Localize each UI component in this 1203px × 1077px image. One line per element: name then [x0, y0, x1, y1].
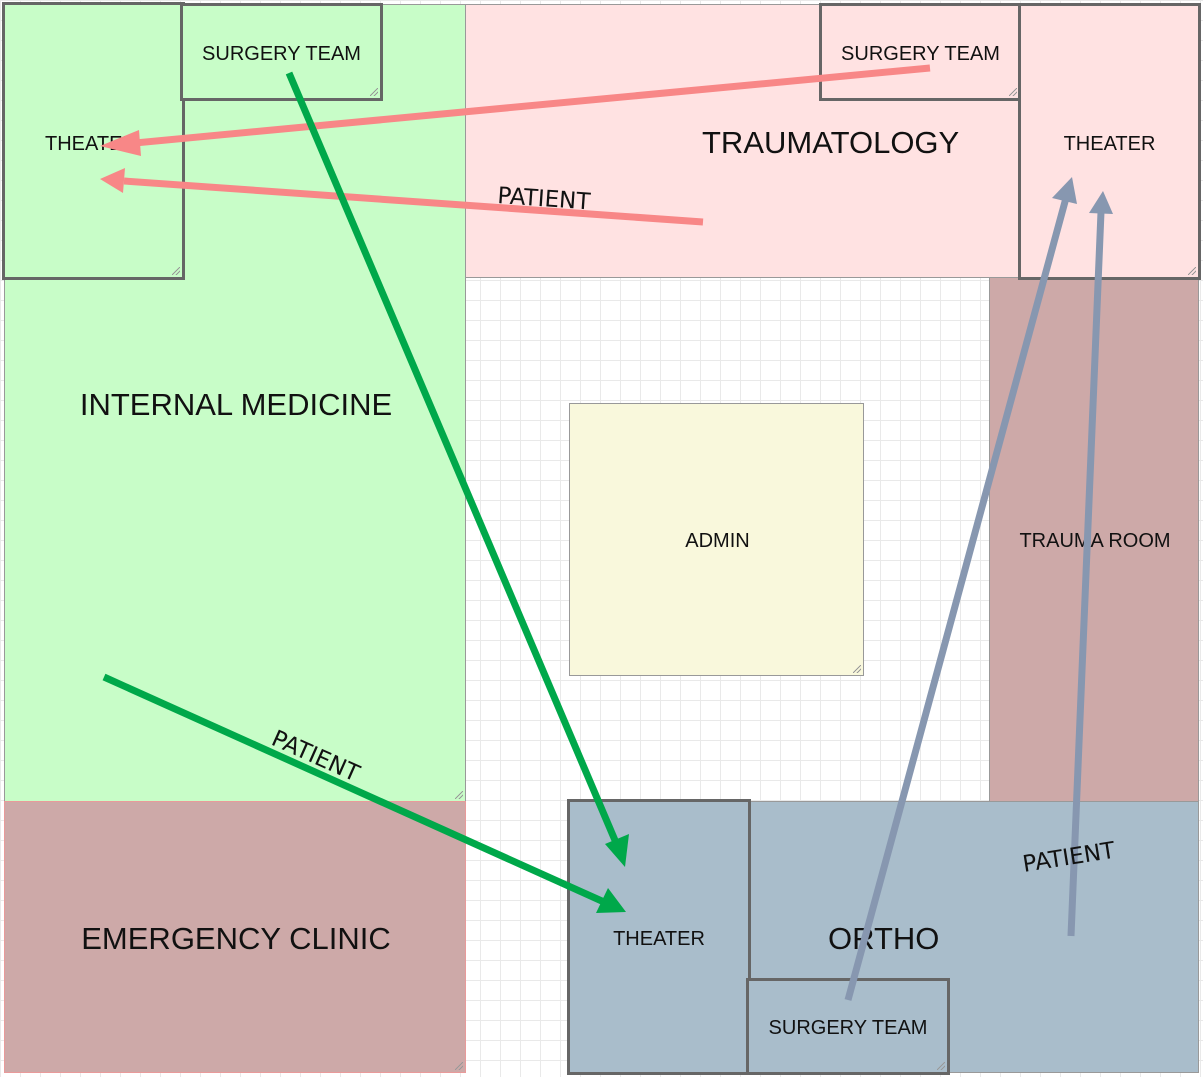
theater-right[interactable]: THEATER: [1018, 3, 1201, 280]
arrow-blue-patient[interactable]: [1067, 211, 1105, 937]
zone-label-traumatology: TRAUMATOLOGY: [702, 125, 960, 160]
surgery-team-left[interactable]: SURGERY TEAM: [180, 3, 383, 101]
arrowhead-blue-surgery: [1052, 177, 1077, 204]
resize-handle[interactable]: [853, 665, 861, 673]
blue-patient-label: PATIENT: [1021, 838, 1118, 878]
theater-bottom[interactable]: THEATER: [567, 799, 751, 1075]
arrowhead-red-patient: [100, 168, 125, 193]
theater-left-label: THEATER: [45, 133, 137, 155]
arrow-red-patient[interactable]: [123, 177, 704, 226]
zone-label-trauma-room: TRAUMA ROOM: [1019, 530, 1171, 552]
surgery-team-right[interactable]: SURGERY TEAM: [819, 3, 1022, 101]
resize-handle[interactable]: [455, 1062, 463, 1070]
resize-handle[interactable]: [370, 88, 378, 96]
zone-label-admin: ADMIN: [685, 530, 750, 552]
arrow-blue-surgery[interactable]: [844, 197, 1070, 1001]
theater-bottom-label: THEATER: [613, 928, 705, 950]
surgery-team-right-label: SURGERY TEAM: [841, 43, 1000, 65]
arrow-red-surgery[interactable]: [123, 64, 931, 148]
theater-right-label: THEATER: [1063, 133, 1156, 155]
zone-label-ortho: ORTHO: [828, 921, 940, 956]
surgery-team-bottom-label: SURGERY TEAM: [768, 1017, 928, 1039]
zone-emergency-clinic[interactable]: EMERGENCY CLINIC: [4, 801, 466, 1073]
resize-handle[interactable]: [1188, 267, 1196, 275]
zone-label-internal-medicine: INTERNAL MEDICINE: [79, 387, 393, 422]
resize-handle[interactable]: [1009, 88, 1017, 96]
arrow-green-patient[interactable]: [102, 673, 606, 906]
resize-handle[interactable]: [172, 267, 180, 275]
arrow-green-surgery[interactable]: [285, 71, 621, 847]
zone-admin[interactable]: ADMIN: [569, 403, 864, 676]
arrowhead-red-surgery: [100, 130, 141, 156]
resize-handle[interactable]: [937, 1062, 945, 1070]
arrowhead-green-surgery: [605, 834, 629, 867]
arrowhead-blue-patient: [1089, 191, 1113, 214]
surgery-team-left-label: SURGERY TEAM: [202, 43, 361, 65]
zone-label-emergency-clinic: EMERGENCY CLINIC: [81, 921, 391, 956]
arrowhead-green-patient: [596, 888, 626, 913]
resize-handle[interactable]: [455, 791, 463, 799]
